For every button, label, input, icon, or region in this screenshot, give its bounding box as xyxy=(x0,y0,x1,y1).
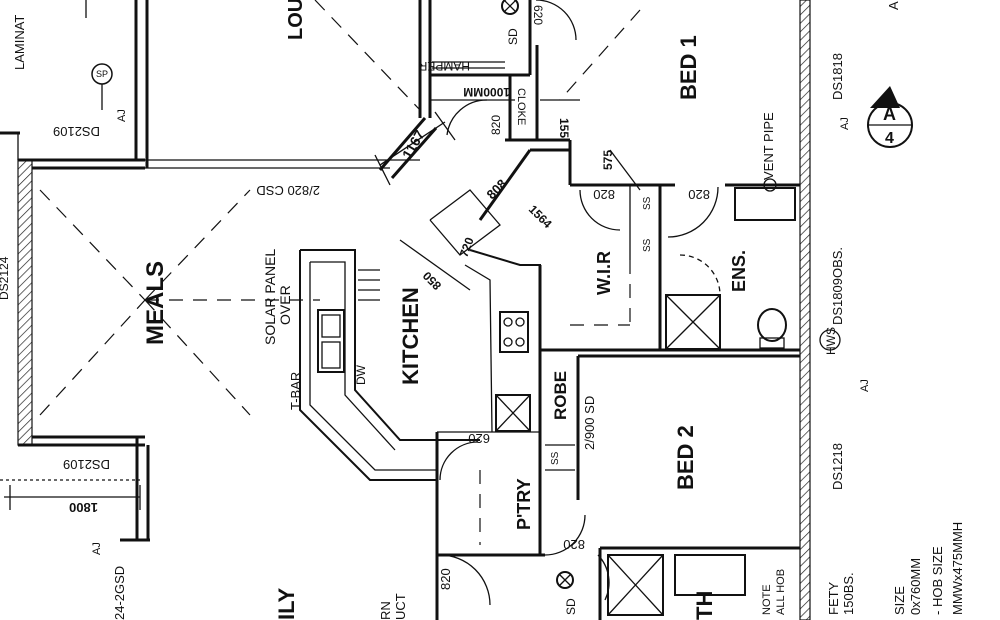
room-bed1: BED 1 xyxy=(676,35,701,100)
label-solar-over: OVER xyxy=(277,285,293,325)
label-safety-2: 150BS. xyxy=(841,572,856,615)
dim-820-wir: 820 xyxy=(593,187,615,202)
label-urn: RN xyxy=(378,601,393,620)
room-wir: W.I.R xyxy=(594,251,614,295)
label-top-right: A xyxy=(886,1,901,10)
label-solar-panel: SOLAR PANEL xyxy=(262,249,278,345)
label-size-1: SIZE xyxy=(892,586,907,615)
sink-bowl-1 xyxy=(321,314,341,338)
bath-shower xyxy=(607,554,664,616)
label-size-4: MMWx475MMH xyxy=(950,522,965,615)
dim-1800: 1800 xyxy=(69,500,98,515)
label-aj-1: AJ xyxy=(116,109,128,122)
dim-620-top: 620 xyxy=(531,5,545,25)
dim-1564: 1564 xyxy=(526,202,555,231)
dim-620-kitchen: 620 xyxy=(468,431,490,446)
label-sp: SP xyxy=(96,69,108,79)
doors xyxy=(439,0,721,606)
island-outer xyxy=(300,249,480,441)
island-outer-2 xyxy=(299,250,437,481)
smoke-detectors xyxy=(17,0,841,589)
room-lounge: LOU xyxy=(285,0,307,40)
label-sd-2: SD xyxy=(564,598,578,615)
angled-wall-2 xyxy=(390,127,438,179)
room-kitchen: KITCHEN xyxy=(398,287,423,385)
label-window-ds2109-bottom: DS2109 xyxy=(63,457,110,472)
label-window-ds1809obs: DS1809OBS. xyxy=(830,247,845,325)
sink-bowl-2 xyxy=(321,341,341,369)
sink xyxy=(317,309,345,373)
annotations: SOLAR PANEL OVER T-BAR DW VENT PIPE HWS … xyxy=(0,1,965,620)
label-window-ds1218: DS1218 xyxy=(830,443,845,490)
ceiling-lines xyxy=(39,0,641,416)
room-family: ILY xyxy=(274,587,299,620)
east-exterior-wall xyxy=(799,0,811,620)
label-hob: ALL HOB xyxy=(775,569,787,615)
label-ss-2: SS xyxy=(642,238,653,252)
dim-155: 155 xyxy=(557,118,571,138)
room-bath: TH xyxy=(692,591,717,620)
label-dw: DW xyxy=(354,364,368,385)
dim-808: 808 xyxy=(484,176,510,202)
label-sd-1: SD xyxy=(506,28,520,45)
room-laminate: LAMINAT xyxy=(12,15,27,70)
label-window-ds1818: DS1818 xyxy=(830,53,845,100)
label-door-2-900-sd: 2/900 SD xyxy=(582,396,597,450)
meals-west-wall xyxy=(17,159,33,446)
cooktop xyxy=(499,311,529,353)
dim-1000mm: 1000MM xyxy=(463,85,510,99)
label-safety-1: FETY xyxy=(826,581,841,615)
label-window-24-2gsd: 24-2GSD xyxy=(112,566,127,620)
kitchen-bench xyxy=(299,189,541,481)
room-bed2: BED 2 xyxy=(673,425,698,490)
wir-west-angled xyxy=(478,149,532,221)
label-duct: UCT xyxy=(393,593,408,620)
dim-720: 720 xyxy=(457,235,477,259)
ensuite-toilet xyxy=(757,308,787,342)
label-hamper: HAMPER xyxy=(418,59,470,73)
label-size-2: 0x760MM xyxy=(908,558,923,615)
island-inner-2 xyxy=(309,262,437,471)
room-meals: MEALS xyxy=(142,261,169,345)
dim-820-ens: 820 xyxy=(688,187,710,202)
label-aj-3: AJ xyxy=(859,379,871,392)
label-vent-pipe: VENT PIPE xyxy=(761,112,776,180)
label-aj-2: AJ xyxy=(839,117,851,130)
room-pantry: P'TRY xyxy=(514,478,534,530)
label-note: NOTE xyxy=(761,584,773,615)
label-ss-3: SS xyxy=(550,451,561,465)
dim-820-bed2: 820 xyxy=(563,537,585,552)
section-number: 4 xyxy=(885,130,894,147)
dim-850: 850 xyxy=(420,268,444,292)
east-bench-front xyxy=(464,264,493,433)
label-window-ds2109-top: DS2109 xyxy=(53,124,100,139)
ensuite-vanity xyxy=(734,187,796,221)
section-marker: A 4 xyxy=(867,86,913,148)
room-ens: ENS. xyxy=(729,250,749,292)
fixtures xyxy=(432,61,796,616)
section-letter: A xyxy=(883,104,896,124)
room-labels: MEALS KITCHEN BED 1 BED 2 W.I.R ENS. ROB… xyxy=(12,0,749,620)
label-ss-1: SS xyxy=(642,196,653,210)
dim-820-cloke: 820 xyxy=(489,115,503,135)
island-inner xyxy=(310,261,396,451)
angled-wall-1 xyxy=(378,117,427,171)
label-door-2-820-csd: 2/820 CSD xyxy=(256,183,320,198)
dimension-marks xyxy=(0,99,641,510)
ensuite-shower xyxy=(665,294,721,350)
label-size-3: - HOB SIZE xyxy=(930,546,945,615)
label-cloke: CLOKE xyxy=(515,88,527,125)
east-bench xyxy=(469,249,541,432)
room-robe: ROBE xyxy=(551,371,570,420)
dim-575: 575 xyxy=(601,150,615,170)
label-tbar: T-BAR xyxy=(288,372,303,410)
label-window-ds2124: DS2124 xyxy=(0,256,11,300)
bath-vanity xyxy=(674,554,746,596)
oven xyxy=(495,394,531,432)
label-hws: HWS xyxy=(824,327,838,355)
dim-820-bottom: 820 xyxy=(438,568,453,590)
label-aj-4: AJ xyxy=(91,542,103,555)
